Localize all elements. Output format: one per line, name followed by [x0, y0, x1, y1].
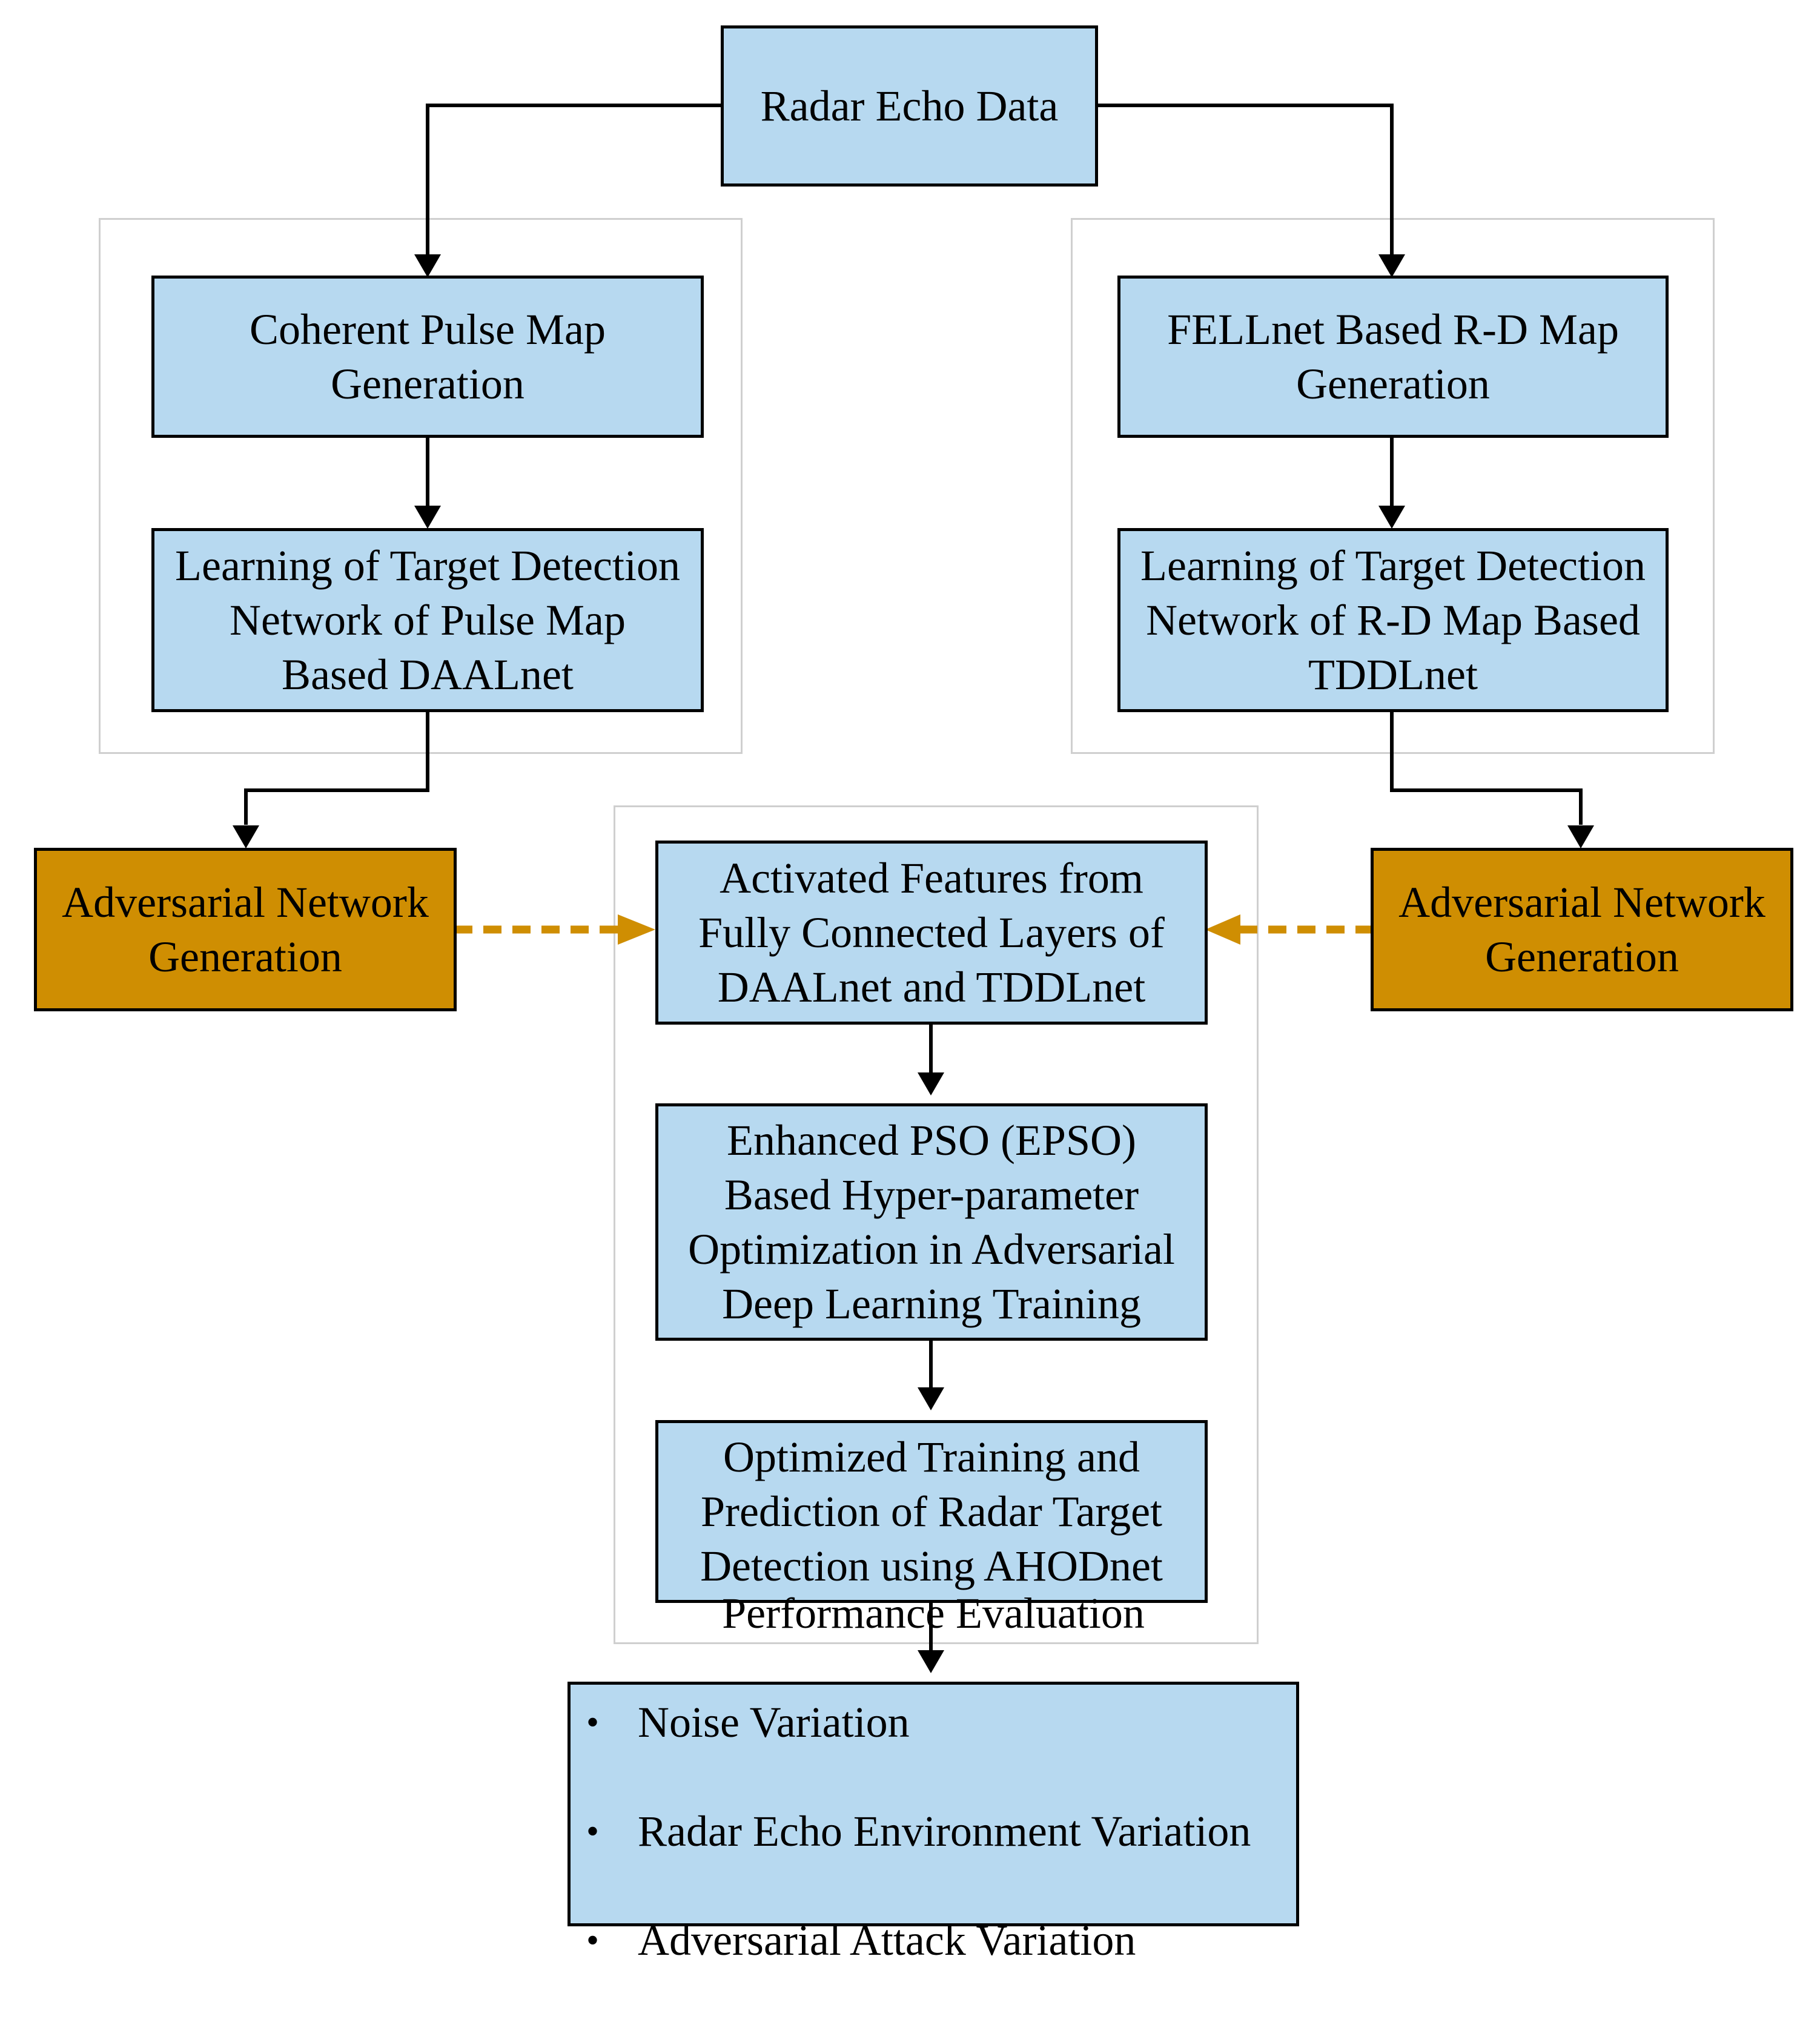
bullet-icon: • — [586, 1811, 600, 1851]
connector-arrows — [233, 104, 1594, 1673]
arrow-learning-pulse-to-adversarial-left — [244, 712, 429, 825]
optimized-training-box: Optimized Training and Prediction of Rad… — [655, 1420, 1208, 1603]
adversarial-network-right-box: Adversarial Network Generation — [1371, 848, 1793, 1011]
evaluation-item-label: Radar Echo Environment Variation — [638, 1807, 1251, 1855]
arrowhead-adversarial-right — [1567, 825, 1594, 848]
arrow-radar-to-coherent — [426, 104, 721, 254]
arrowhead-adversarial-left — [233, 825, 259, 848]
radar-echo-data-box: Radar Echo Data — [721, 25, 1098, 187]
performance-evaluation-title: Performance Evaluation — [722, 1589, 1145, 1637]
coherent-pulse-map-box: Coherent Pulse Map Generation — [151, 276, 704, 438]
bullet-icon: • — [586, 1702, 600, 1742]
arrowhead-fellnet — [1378, 254, 1405, 277]
arrowhead-optimized — [918, 1387, 944, 1410]
activated-features-box: Activated Features from Fully Connected … — [655, 841, 1208, 1025]
learning-target-detection-pulse-box: Learning of Target Detection Network of … — [151, 528, 704, 712]
learning-target-detection-rd-box: Learning of Target Detection Network of … — [1117, 528, 1669, 712]
performance-evaluation-list: • Noise Variation • Radar Echo Environme… — [574, 1640, 1292, 2022]
fellnet-rd-map-box: FELLnet Based R-D Map Generation — [1117, 276, 1669, 438]
left-branch-group — [99, 218, 743, 754]
arrowhead-coherent — [414, 254, 441, 277]
arrowhead-epso — [918, 1072, 944, 1095]
evaluation-item-noise: • Noise Variation — [574, 1695, 1292, 1749]
evaluation-item-attack: • Adversarial Attack Variation — [574, 1913, 1292, 1967]
evaluation-item-label: Adversarial Attack Variation — [638, 1916, 1136, 1964]
dashed-arrowhead-right — [1205, 914, 1240, 945]
center-pipeline-group — [614, 805, 1259, 1644]
epso-optimization-box: Enhanced PSO (EPSO) Based Hyper-paramete… — [655, 1103, 1208, 1341]
arrowhead-learning-pulse — [414, 506, 441, 529]
evaluation-item-label: Noise Variation — [638, 1698, 910, 1746]
performance-evaluation-box: Performance Evaluation • Noise Variation… — [568, 1589, 1299, 1964]
flowchart-diagram: Radar Echo Data Coherent Pulse Map Gener… — [34, 25, 1793, 1964]
dashed-arrowhead-left — [618, 914, 655, 945]
arrowhead-learning-rd — [1378, 506, 1405, 529]
arrow-radar-to-fellnet — [1098, 104, 1394, 254]
bullet-icon: • — [586, 1920, 600, 1960]
arrow-learning-rd-to-adversarial-right — [1390, 712, 1583, 825]
evaluation-item-environment: • Radar Echo Environment Variation — [574, 1804, 1292, 1858]
adversarial-network-left-box: Adversarial Network Generation — [34, 848, 457, 1011]
arrowhead-performance — [918, 1650, 944, 1673]
